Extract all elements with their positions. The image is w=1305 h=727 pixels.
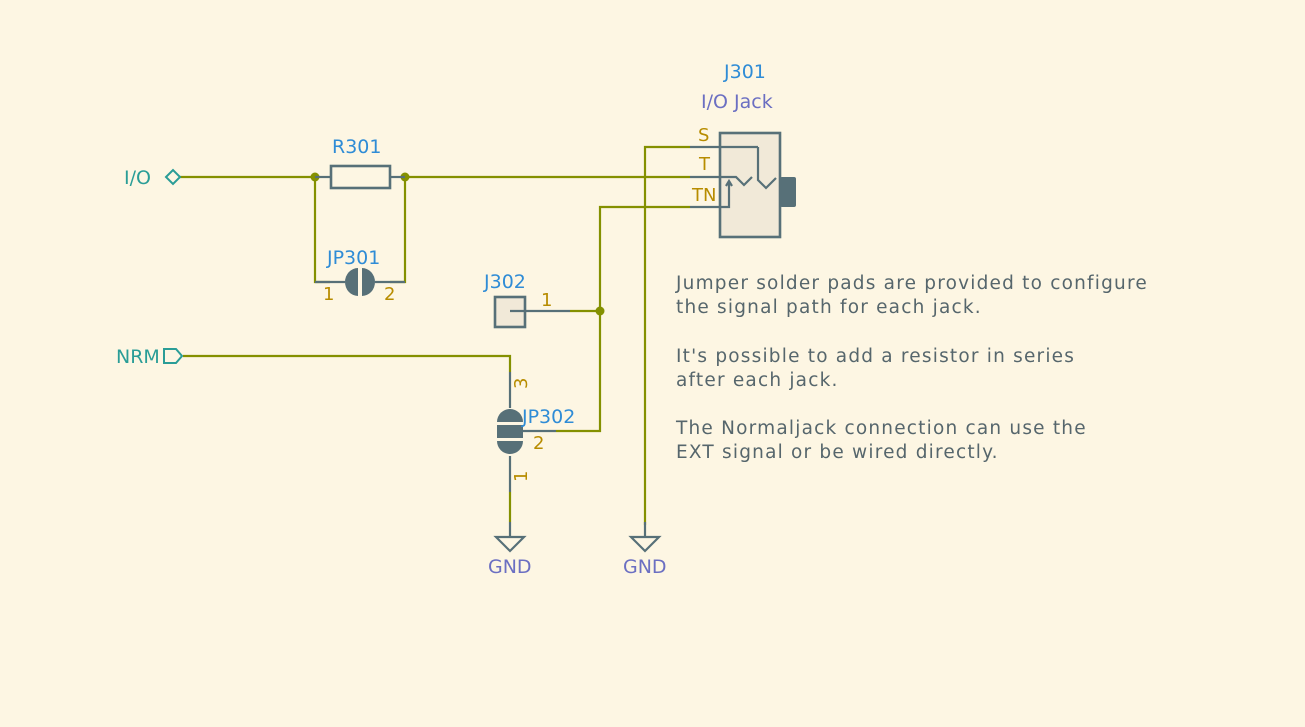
ground-icon xyxy=(493,535,527,553)
jumper-jp302[interactable]: JP302 3 2 1 xyxy=(497,372,575,492)
resistor-r301[interactable]: R301 xyxy=(315,136,405,190)
note-line: the signal path for each jack. xyxy=(676,297,982,318)
ground-icon xyxy=(628,535,662,553)
sleeve-contact xyxy=(756,147,777,190)
wire-nrm[interactable] xyxy=(183,354,512,372)
gnd-symbol-2[interactable]: GND xyxy=(623,522,667,578)
wire-tn[interactable] xyxy=(556,205,690,433)
jack-plug-icon xyxy=(780,177,796,207)
jumper-jp301[interactable]: JP301 1 2 xyxy=(315,247,405,305)
solder-jumper-icon xyxy=(345,268,358,296)
tip-contact xyxy=(732,175,753,187)
input-port-icon xyxy=(163,348,184,364)
port-io-label: I/O xyxy=(124,167,151,189)
resistor-icon xyxy=(329,164,392,190)
normal-arrow-icon xyxy=(725,178,733,187)
junction-dot xyxy=(595,306,605,316)
j301-ref: J301 xyxy=(723,61,766,83)
jack-j301[interactable]: J301 I/O Jack S T TN xyxy=(690,61,796,239)
jp301-pin-2-number: 2 xyxy=(384,284,395,305)
wire-jp301-right[interactable] xyxy=(390,177,407,284)
note-line: It's possible to add a resistor in serie… xyxy=(676,346,1075,367)
wires xyxy=(180,145,690,525)
jp301-pin-1-number: 1 xyxy=(323,284,334,305)
note-line: Jumper solder pads are provided to confi… xyxy=(675,273,1148,294)
j301-pin-tn-label: TN xyxy=(691,185,716,206)
solder-jumper-icon xyxy=(362,268,375,296)
port-nrm[interactable]: NRM xyxy=(116,346,184,368)
j301-value: I/O Jack xyxy=(701,91,773,113)
note-line: after each jack. xyxy=(676,370,839,391)
jp302-pin-1-number: 1 xyxy=(511,471,532,482)
note-line: The Normaljack connection can use the xyxy=(675,418,1087,439)
design-note: Jumper solder pads are provided to confi… xyxy=(675,273,1148,463)
solder-jumper-3pad-icon xyxy=(497,441,523,454)
j301-pin-tn xyxy=(690,181,731,209)
note-line: EXT signal or be wired directly. xyxy=(676,442,999,463)
jp301-ref: JP301 xyxy=(326,247,380,269)
solder-jumper-3pad-icon xyxy=(497,425,523,438)
bidirectional-port-icon xyxy=(164,168,182,186)
r301-ref: R301 xyxy=(332,136,381,158)
j301-pin-s-label: S xyxy=(698,125,709,146)
j302-pin-1-number: 1 xyxy=(541,290,552,311)
j301-pin-t-label: T xyxy=(698,154,711,175)
gnd-symbol-1[interactable]: GND xyxy=(488,522,532,578)
port-io[interactable]: I/O xyxy=(124,167,182,189)
port-nrm-label: NRM xyxy=(116,346,160,368)
gnd-label: GND xyxy=(623,556,667,578)
solder-jumper-3pad-icon xyxy=(497,409,523,422)
jp302-ref: JP302 xyxy=(521,406,575,428)
connector-j302[interactable]: J302 1 xyxy=(483,271,570,329)
jp302-pin-3-number: 3 xyxy=(511,378,532,389)
gnd-label: GND xyxy=(488,556,532,578)
j302-ref: J302 xyxy=(483,271,526,293)
jp302-pin-2-number: 2 xyxy=(533,433,544,454)
wire-sleeve-gnd[interactable] xyxy=(643,145,690,525)
